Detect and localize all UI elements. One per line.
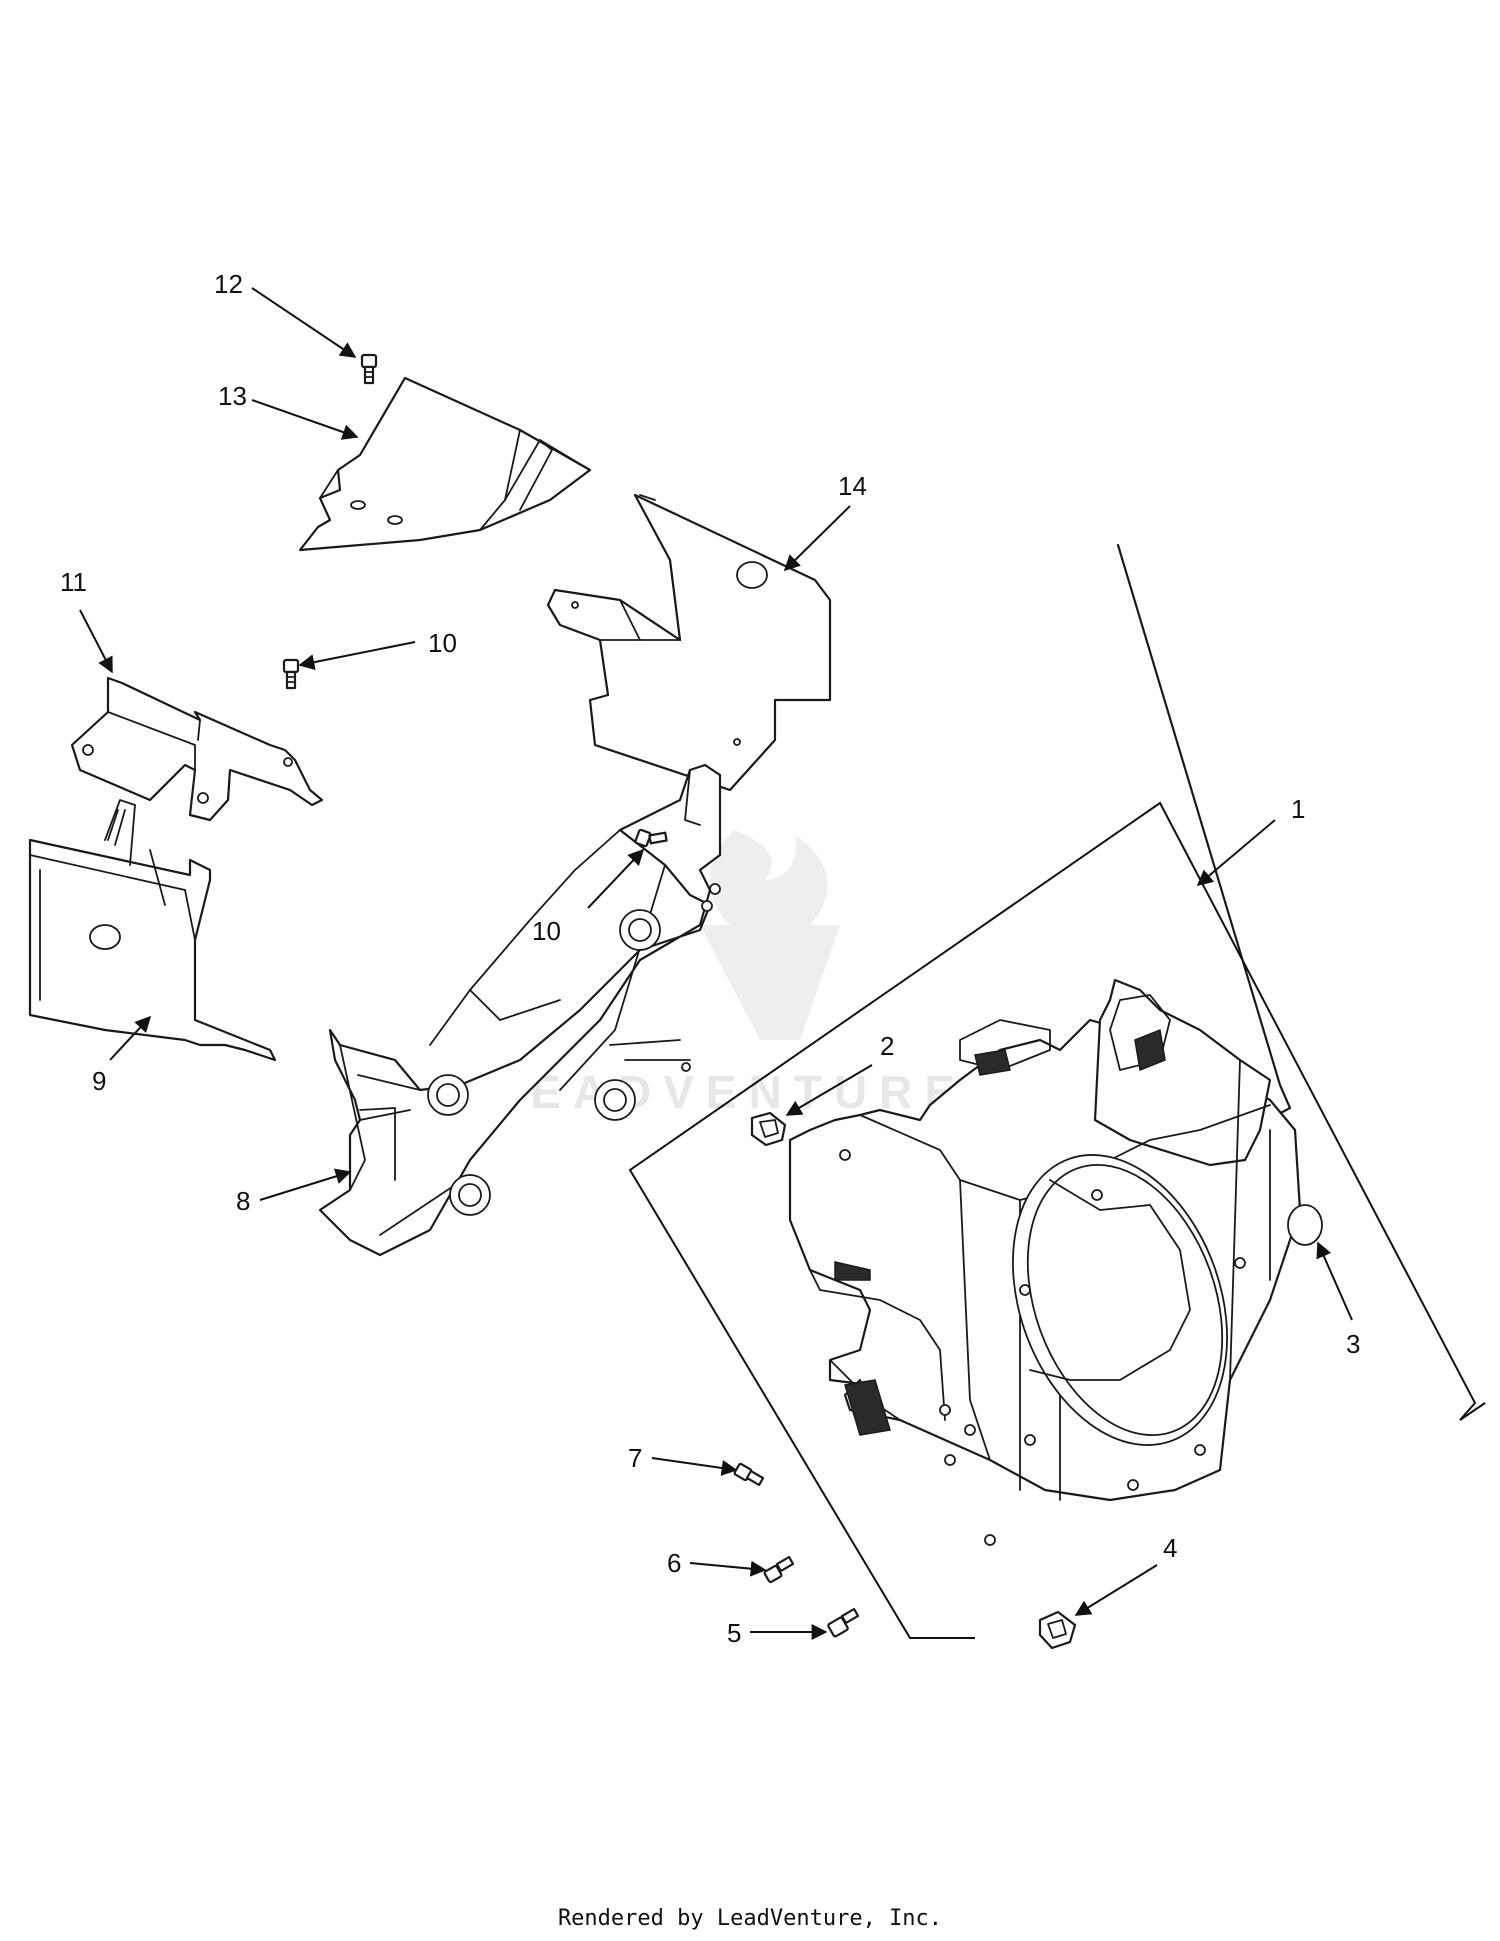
watermark-text: LEADVENTURE (490, 1066, 967, 1118)
leader-lines (79, 287, 1353, 1640)
callout-8: 8 (236, 1186, 250, 1216)
part-11-left-bracket (70, 676, 324, 822)
leadventure-watermark: LEADVENTURE (490, 830, 967, 1118)
callout-9: 9 (92, 1066, 106, 1096)
part-5-screw (827, 1607, 860, 1638)
watermark-flame-mark (700, 830, 840, 1040)
part-9-left-shroud (28, 799, 277, 1062)
leader-7 (651, 1457, 738, 1476)
footer-credit: Rendered by LeadVenture, Inc. (557, 1906, 943, 1931)
part-7-screw (733, 1462, 765, 1487)
leader-2 (785, 1064, 873, 1116)
leader-11 (79, 609, 113, 674)
part-6-screw (763, 1555, 795, 1584)
assembly-bracket-part-1 (628, 801, 1486, 1639)
leader-6 (689, 1560, 767, 1577)
callout-6: 6 (667, 1548, 681, 1578)
leader-14 (783, 505, 851, 572)
leader-1 (1196, 819, 1276, 887)
callout-13: 13 (218, 381, 247, 411)
callout-4: 4 (1163, 1533, 1177, 1563)
leader-4 (1074, 1564, 1158, 1616)
callout-11: 11 (60, 567, 87, 597)
callout-1: 1 (1291, 794, 1305, 824)
part-3-plug (1287, 1204, 1323, 1246)
part-10-screw-lower (634, 828, 668, 848)
leader-9 (109, 1015, 152, 1061)
callout-7: 7 (628, 1443, 642, 1473)
leader-13 (251, 399, 359, 440)
part-10-screw-upper (282, 658, 300, 690)
leader-3 (1316, 1241, 1353, 1321)
callout-labels: 1 2 3 4 5 6 7 8 9 10 10 11 12 13 14 (60, 269, 1360, 1648)
leader-10-upper (298, 641, 416, 671)
part-2-clip-nut (750, 1111, 787, 1147)
callout-12: 12 (214, 269, 243, 299)
leader-12 (251, 287, 357, 358)
callout-5: 5 (727, 1618, 741, 1648)
callout-2: 2 (880, 1031, 894, 1061)
part-1-blower-housing (788, 543, 1302, 1546)
callout-3: 3 (1346, 1329, 1360, 1359)
part-4-clip-nut (1038, 1610, 1077, 1650)
callout-10-upper: 10 (428, 628, 457, 658)
callout-14: 14 (838, 471, 867, 501)
part-14-rear-shroud (546, 493, 832, 792)
part-13-upper-shroud (298, 376, 592, 552)
callout-10-lower: 10 (532, 916, 561, 946)
leader-8 (259, 1168, 352, 1201)
part-8-lower-baffle (318, 763, 722, 1257)
part-12-screw (360, 353, 378, 385)
leader-10-lower (587, 848, 645, 909)
